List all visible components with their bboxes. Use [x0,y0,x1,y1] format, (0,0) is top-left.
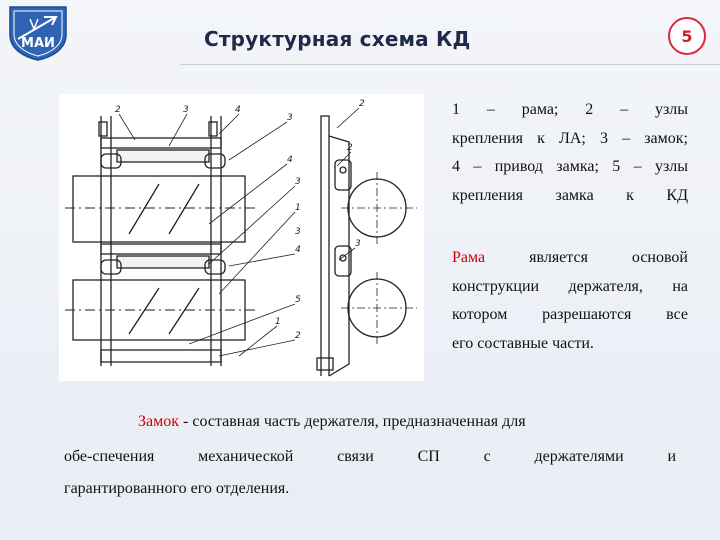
callout-label: 3 [355,239,361,249]
frame-term: Рама [452,249,486,266]
callout-label: 1 [295,203,301,213]
callout-label: 4 [295,245,301,255]
structure-diagram: 2 3 4 2 3 2 4 3 1 4 3 3 5 2 1 [59,94,424,381]
lock-definition-line: гарантированного его отделения. [64,480,290,497]
page-title: Структурная схема КД [204,27,471,51]
legend-line: крепления замка к КД [452,186,688,204]
callout-label: 2 [359,99,365,109]
legend-line: крепления к ЛА; 3 – замок; [452,129,688,147]
header: МАИ Структурная схема КД 5 [0,0,720,66]
frame-definition: Рама является основой конструкции держат… [452,244,688,358]
page-number-badge: 5 [668,17,706,55]
legend-line: 1 – рама; 2 – узлы [452,101,688,118]
callout-label: 3 [295,227,301,237]
legend-text: 1 – рама; 2 – узлы крепления к ЛА; 3 – з… [452,96,688,210]
lock-term: Замок [138,413,180,430]
callout-label: 2 [295,331,301,341]
lock-definition-text: - составная часть держателя, предназначе… [179,413,526,430]
frame-definition-text: является основой [529,249,688,266]
lock-definition: Замок - составная часть держателя, предн… [64,408,676,504]
legend-line: 4 – привод замка; 5 – узлы [452,158,688,175]
frame-definition-line: конструкции держателя, на [452,277,688,295]
callout-label: 2 [347,143,353,153]
frame-definition-line: его составные части. [452,334,594,352]
callout-label: 4 [287,155,293,165]
mai-logo: МАИ [9,6,67,61]
header-divider [180,64,720,65]
frame-definition-line: котором разрешаются все [452,306,688,323]
logo-text: МАИ [21,36,55,51]
lock-definition-line: обе-спечения механической связи СП с дер… [64,447,676,465]
callout-label: 1 [275,317,281,327]
callout-label: 5 [295,295,301,305]
callout-label: 2 [115,105,121,115]
callout-label: 4 [235,105,241,115]
callout-label: 3 [183,105,189,115]
callout-label: 3 [287,113,293,123]
callout-label: 3 [295,177,301,187]
